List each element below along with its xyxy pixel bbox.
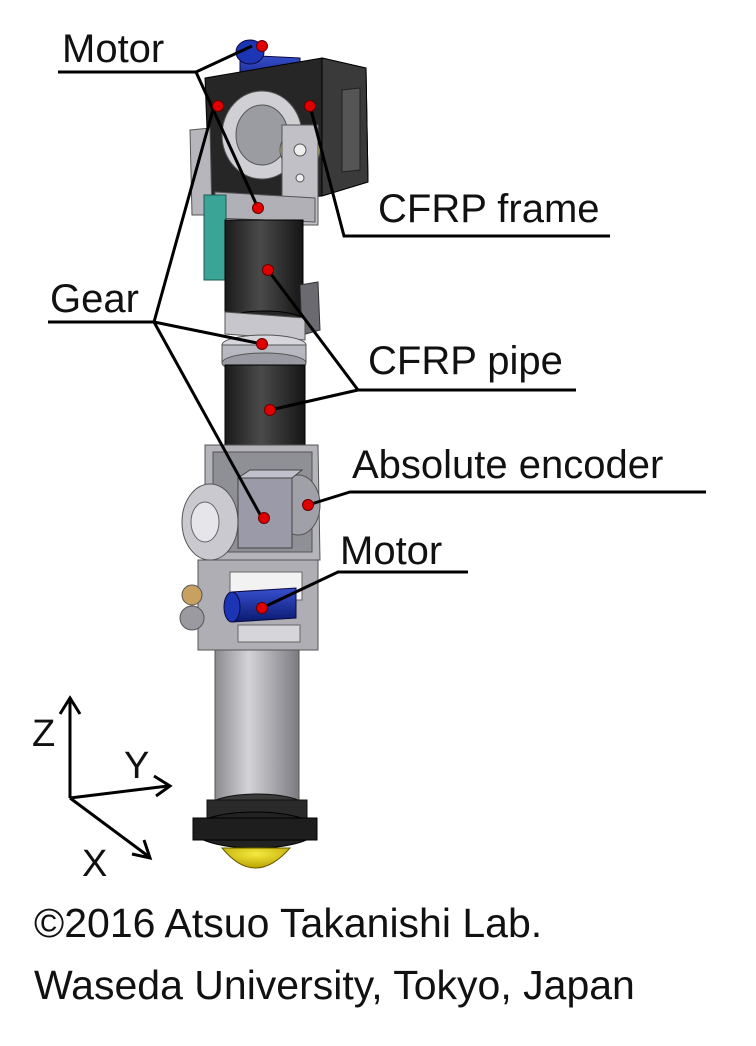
marker-ankle-gear	[258, 512, 270, 524]
label-cfrp-pipe: CFRP pipe	[368, 339, 563, 383]
marker-encoder	[302, 499, 314, 511]
leader-lines	[48, 44, 706, 610]
y-axis-arrow	[69, 784, 169, 800]
leader-cfrp-pipe-2	[269, 388, 359, 412]
marker-shank-pipe	[264, 404, 276, 416]
leader-absolute-encoder	[307, 490, 706, 507]
x-axis-arrow	[69, 796, 149, 858]
marker-ankle-motor	[256, 602, 268, 614]
markers	[212, 40, 316, 614]
caption-line-2: Waseda University, Tokyo, Japan	[34, 962, 635, 1008]
lower-shin	[192, 649, 318, 869]
caption-line-1: ©2016 Atsuo Takanishi Lab.	[34, 900, 543, 946]
hip-frame	[189, 57, 369, 281]
ankle-joint	[181, 444, 321, 561]
marker-thigh-pipe	[262, 264, 274, 276]
leader-gear-2	[153, 320, 263, 346]
marker-cfrp-frame	[304, 100, 316, 112]
z-axis-arrowhead	[58, 695, 82, 715]
ankle-motor-housing	[179, 559, 319, 651]
marker-top-motor	[256, 40, 268, 52]
robot-leg	[179, 39, 369, 869]
marker-hip-motor	[252, 202, 264, 214]
y-axis-arrowhead	[153, 774, 173, 798]
label-cfrp-frame: CFRP frame	[378, 187, 600, 231]
marker-top-gear	[212, 100, 224, 112]
axis-label-x: X	[82, 843, 107, 885]
label-gear: Gear	[50, 277, 139, 321]
leader-motor-bottom	[261, 570, 468, 610]
axis-label-z: Z	[32, 713, 55, 755]
label-absolute-encoder: Absolute encoder	[352, 443, 663, 487]
leader-cfrp-frame	[308, 105, 610, 238]
x-axis-arrowhead	[131, 839, 153, 861]
leader-gear-3	[152, 321, 264, 519]
axis-triad	[58, 695, 173, 861]
leader-motor-top-2	[194, 71, 260, 209]
label-motor-bottom: Motor	[340, 529, 442, 573]
axis-label-y: Y	[124, 745, 149, 787]
label-motor-top: Motor	[62, 27, 164, 71]
marker-knee-gear	[256, 338, 268, 350]
